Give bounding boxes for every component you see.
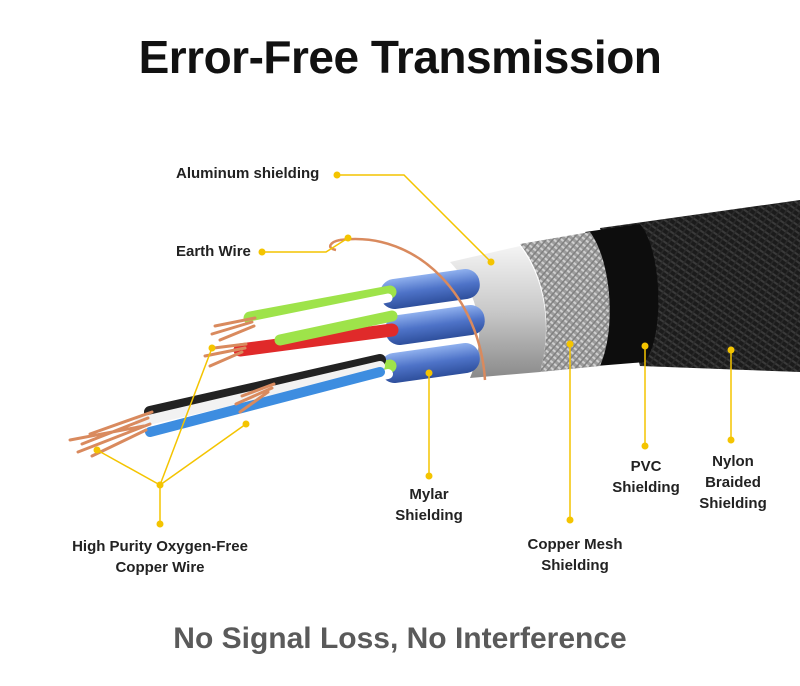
label-mylar-shielding: Mylar Shielding (395, 486, 463, 524)
earth-wire (328, 237, 487, 381)
footer-tagline: No Signal Loss, No Interference (173, 622, 627, 655)
label-aluminum-shielding: Aluminum shielding (176, 165, 320, 182)
label-copper-mesh-shielding: Copper Mesh Shielding (527, 536, 623, 574)
label-copper-wire: High Purity Oxygen-Free Copper Wire (72, 538, 248, 576)
inner-wires (135, 285, 399, 437)
label-earth-wire: Earth Wire (176, 243, 251, 260)
copper-strands (68, 316, 276, 458)
page-title: Error-Free Transmission (138, 31, 662, 83)
copper-mesh-layer (520, 232, 610, 372)
label-nylon-braided-shielding: Nylon Braided Shielding (699, 453, 767, 512)
mylar-cores (380, 268, 485, 384)
callout-dots (93, 171, 735, 528)
callout-lines (96, 174, 732, 524)
pvc-layer (585, 224, 659, 366)
label-pvc-shielding: PVC Shielding (612, 458, 680, 496)
